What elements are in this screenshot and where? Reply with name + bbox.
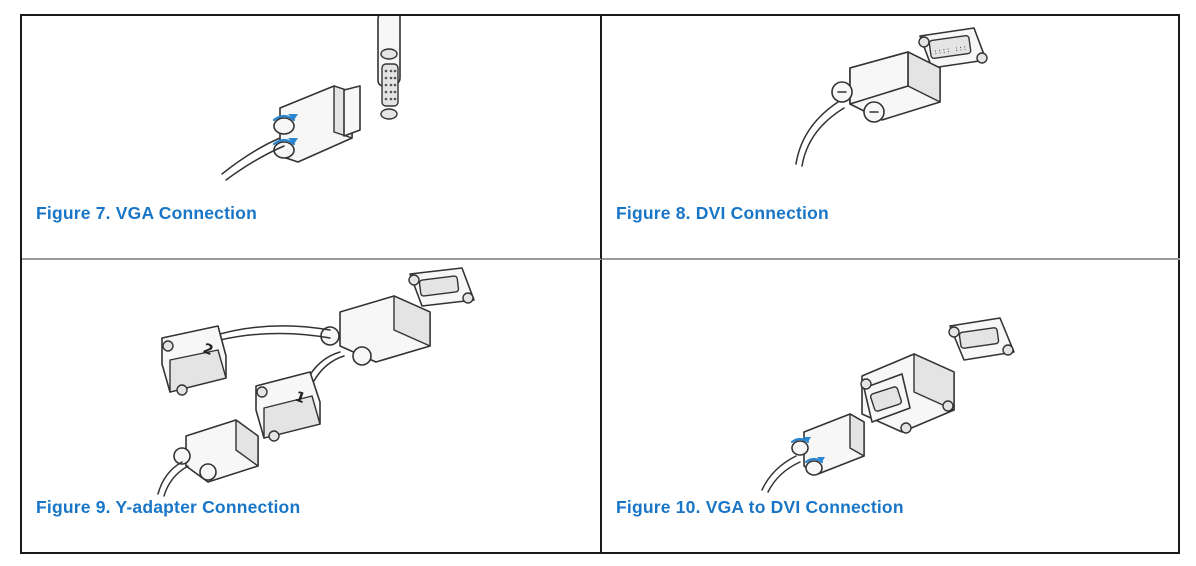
vga-dvi-adapter-icon	[860, 353, 955, 434]
y-adapter-connector-2: 2	[161, 325, 227, 396]
figure-cell-vga-to-dvi: Figure 10. VGA to DVI Connection	[602, 260, 1180, 552]
dvi-plug-icon	[831, 51, 941, 123]
figure-cell-dvi: :::: ::: Figure 8. DVI Connection	[602, 16, 1180, 260]
y-adapter-connector-1: 1	[255, 371, 321, 442]
dvi-plug-icon	[320, 295, 431, 366]
dvi-connector-illustration: :::: :::	[795, 27, 988, 167]
figure-caption: Figure 9. Y-adapter Connection	[36, 497, 301, 517]
figure-caption: Figure 8. DVI Connection	[616, 203, 829, 223]
vga-cable	[221, 137, 281, 175]
vga-to-dvi-adapter-illustration	[761, 317, 1015, 493]
dvi-plug-icon	[173, 419, 259, 483]
vga-plug-icon	[790, 413, 865, 476]
figure-caption: Figure 7. VGA Connection	[36, 203, 257, 223]
y-adapter-illustration: 2 1	[157, 267, 475, 497]
dvi-port-icon	[948, 317, 1015, 361]
dvi-port-icon: :::: :::	[918, 27, 988, 69]
vga-connector-illustration	[221, 16, 401, 181]
figure-table: Figure 7. VGA Connection :::: :::	[20, 14, 1180, 554]
dvi-cable	[795, 101, 839, 165]
vga-plug-icon	[272, 85, 361, 163]
figure-cell-vga: Figure 7. VGA Connection	[22, 16, 602, 260]
vga-port-icon	[377, 16, 401, 120]
dvi-port-icon	[408, 267, 475, 307]
figure-caption: Figure 10. VGA to DVI Connection	[616, 497, 904, 517]
figure-cell-y-adapter: 2 1 Figu	[22, 260, 602, 552]
